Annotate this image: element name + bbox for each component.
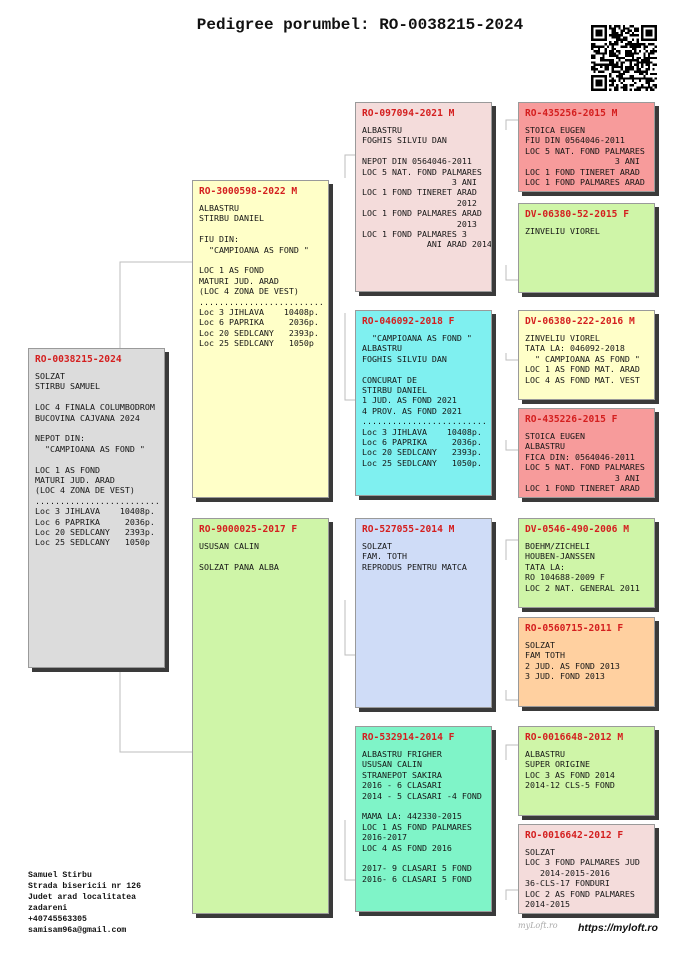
owner-address: Judet arad localitatea [28,893,137,902]
ring-number: RO-0038215-2024 [35,354,122,365]
ring-number: RO-046092-2018 F [362,316,455,327]
owner-email[interactable]: samisam96a@gmail.com [28,926,127,935]
ring-number: DV-06380-222-2016 M [525,316,635,327]
ring-number: RO-0016648-2012 M [525,732,624,743]
ring-number: RO-435256-2015 M [525,108,618,119]
ring-number: RO-0016642-2012 F [525,830,624,841]
owner-address: zadareni [28,904,68,913]
owner-address: Strada bisericii nr 126 [28,882,142,891]
ring-number: DV-06380-52-2015 F [525,209,629,220]
ring-number: RO-532914-2014 F [362,732,455,743]
website-link[interactable]: https://myloft.ro [578,922,658,934]
ring-number: RO-097094-2021 M [362,108,455,119]
ring-number: RO-0560715-2011 F [525,623,624,634]
owner-phone: +40745563305 [28,915,87,924]
pigeon-card-sire-dam[interactable]: RO-046092-2018 F "CAMPIOANA AS FOND "ALB… [355,310,492,496]
ring-number: RO-9000025-2017 F [199,524,298,535]
signature-watermark: myLoft.ro [518,921,558,930]
page-title: Pedigree porumbel: RO-0038215-2024 [196,16,524,34]
card-details: ZINVELIU VIOREL [525,226,600,236]
ring-number: RO-435226-2015 F [525,414,618,425]
pigeon-card-ssd[interactable]: DV-06380-52-2015 F ZINVELIU VIOREL [518,203,655,293]
owner-name: Samuel Stirbu [28,871,92,880]
ring-number: RO-527055-2014 M [362,524,455,535]
owner-contact: Samuel Stirbu Strada bisericii nr 126 Ju… [28,870,141,936]
ring-number: DV-0546-490-2006 M [525,524,629,535]
qr-code [591,25,657,91]
ring-number: RO-3000598-2022 M [199,186,298,197]
